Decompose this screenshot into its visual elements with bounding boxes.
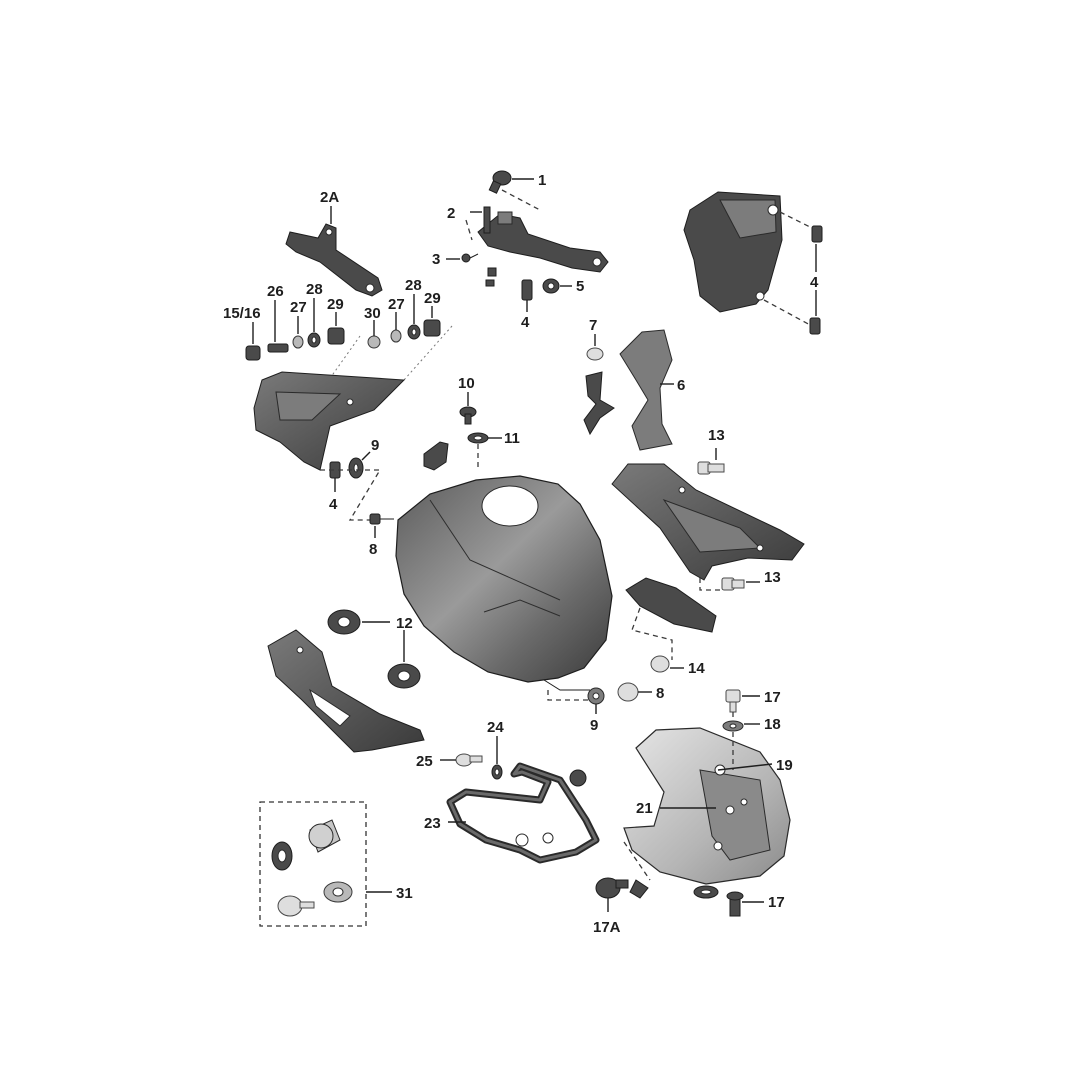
callout-17-bottom: 17: [768, 894, 785, 911]
callout-2A: 2A: [320, 189, 339, 206]
left-upper-fairing: [253, 371, 406, 471]
part-24-nut: 24: [487, 719, 504, 780]
callout-9-right: 9: [590, 717, 598, 734]
callout-24: 24: [487, 719, 504, 736]
part-grommet-ring: [569, 769, 587, 787]
part-3-screw: 3: [432, 251, 497, 287]
callout-8-right: 8: [656, 685, 664, 702]
part-12-spacers: 12: [327, 609, 421, 689]
callout-28-left: 28: [306, 281, 323, 298]
callout-12: 12: [396, 615, 413, 632]
hardware-row-left: 15/16 26 27 28 29 30 27 28 29: [223, 277, 453, 385]
part-2-bracket: 2: [447, 189, 609, 273]
callout-13-upper: 13: [708, 427, 725, 444]
callout-27-left: 27: [290, 299, 307, 316]
part-11-washer: 11: [467, 430, 520, 468]
part-21-label: 21: [636, 800, 716, 817]
part-2a-bracket: 2A: [285, 189, 383, 297]
callout-29-right: 29: [424, 290, 441, 307]
part-4-clip-center: 4: [521, 279, 533, 331]
callout-4-center: 4: [521, 314, 530, 331]
callout-4-left: 4: [329, 496, 338, 513]
callout-29-left: 29: [327, 296, 344, 313]
callout-27-right: 27: [388, 296, 405, 313]
part-13-bolt-lower: 13: [699, 569, 781, 591]
part-23-gasket: 23: [424, 762, 600, 864]
part-19-label: 19: [717, 757, 793, 774]
callout-8-left: 8: [369, 541, 377, 558]
callout-5: 5: [576, 278, 584, 295]
callout-7: 7: [589, 317, 597, 334]
part-25-screw: 25: [416, 753, 483, 770]
part-18-washer: 18: [722, 716, 781, 770]
part-9-washer-right: 9: [547, 687, 605, 734]
callout-3: 3: [432, 251, 440, 268]
callout-17-top: 17: [764, 689, 781, 706]
part-17-bolt-bottom: 17: [693, 885, 785, 917]
callout-31: 31: [396, 885, 413, 902]
callout-26: 26: [267, 283, 284, 300]
part-8-screw-left: 8: [369, 513, 394, 558]
fuel-tank-cover: [395, 475, 613, 691]
tank-clip-bracket: [423, 441, 449, 471]
callout-17A: 17A: [593, 919, 621, 936]
callout-21: 21: [636, 800, 653, 817]
callout-15-16: 15/16: [223, 305, 261, 322]
callout-18: 18: [764, 716, 781, 733]
part-upper-right-bracket: 4: [683, 191, 823, 335]
part-10-screw: 10: [458, 375, 477, 425]
callout-14: 14: [688, 660, 705, 677]
part-6-panel: 6: [619, 329, 685, 451]
callout-2: 2: [447, 205, 455, 222]
part-1-bolt: 1: [488, 170, 546, 194]
part-17A-bolt: 17A: [593, 841, 651, 936]
part-13-bolt-upper: 13: [697, 427, 725, 475]
part-9-washer-left: 9: [348, 437, 379, 479]
callout-19: 19: [776, 757, 793, 774]
callout-30: 30: [364, 305, 381, 322]
callout-1: 1: [538, 172, 546, 189]
callout-28-right: 28: [405, 277, 422, 294]
callout-10: 10: [458, 375, 475, 392]
callout-6: 6: [677, 377, 685, 394]
callout-9-left: 9: [371, 437, 379, 454]
center-clip-bracket: [583, 371, 615, 436]
callout-25: 25: [416, 753, 433, 770]
callout-23: 23: [424, 815, 441, 832]
part-17-bolt-top: 17: [725, 689, 781, 722]
callout-11: 11: [504, 430, 520, 447]
callout-13-lower: 13: [764, 569, 781, 586]
kit-31: 31: [259, 801, 413, 927]
part-14-trim: 14: [625, 577, 717, 677]
part-5-grommet: 5: [542, 278, 584, 295]
part-4-clip-left: 4: [320, 461, 382, 521]
part-8-screw-right: 8: [617, 682, 664, 702]
left-lower-fairing: [267, 629, 425, 753]
callout-4-right: 4: [810, 274, 819, 291]
right-side-panel: [611, 463, 805, 581]
part-7-screw: 7: [586, 317, 604, 361]
